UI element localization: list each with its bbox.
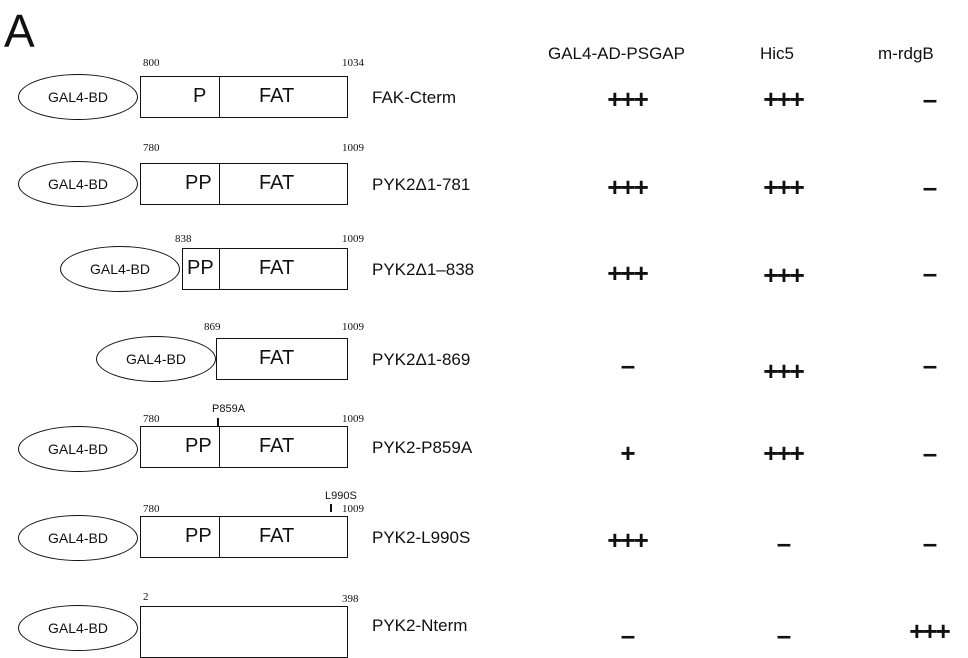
construct-name: PYK2Δ1-781 bbox=[372, 175, 471, 194]
domain-divider bbox=[219, 427, 220, 467]
domain-pp: PP bbox=[185, 435, 212, 457]
start-residue: 2 bbox=[143, 591, 149, 603]
result-m-rdgb: – bbox=[922, 438, 937, 468]
end-residue: 1009 bbox=[342, 233, 364, 245]
result-m-rdgb: – bbox=[922, 172, 937, 202]
start-residue: 780 bbox=[143, 142, 160, 154]
construct-name: PYK2Δ1-869 bbox=[372, 350, 471, 369]
result-m-rdgb: – bbox=[922, 258, 937, 288]
domain-pp: PP bbox=[185, 172, 212, 194]
protein-box: PP FAT bbox=[182, 248, 348, 290]
domain-fat: FAT bbox=[259, 257, 295, 279]
result-gal4-ad-psgap: +++ bbox=[607, 258, 649, 288]
column-header-m-rdgb: m-rdgB bbox=[878, 44, 934, 63]
domain-divider bbox=[219, 517, 220, 557]
result-hic5: +++ bbox=[763, 84, 805, 114]
domain-p: P bbox=[193, 85, 207, 107]
result-gal4-ad-psgap: +++ bbox=[607, 525, 649, 555]
start-residue: 869 bbox=[204, 321, 221, 333]
end-residue: 398 bbox=[342, 593, 359, 605]
domain-divider bbox=[219, 164, 220, 204]
protein-box: PP FAT bbox=[140, 163, 348, 205]
result-hic5: +++ bbox=[763, 172, 805, 202]
protein-box: FAT bbox=[216, 338, 348, 380]
result-hic5: +++ bbox=[763, 356, 805, 386]
construct-name: PYK2-L990S bbox=[372, 528, 471, 547]
mutation-label: L990S bbox=[325, 490, 357, 502]
construct-name: FAK-Cterm bbox=[372, 88, 457, 107]
protein-box: P FAT bbox=[140, 76, 348, 118]
construct-name: PYK2-Nterm bbox=[372, 616, 468, 635]
domain-fat: FAT bbox=[259, 435, 295, 457]
end-residue: 1009 bbox=[342, 413, 364, 425]
domain-fat: FAT bbox=[259, 525, 295, 547]
result-gal4-ad-psgap: + bbox=[620, 438, 635, 468]
start-residue: 838 bbox=[175, 233, 192, 245]
domain-divider bbox=[219, 249, 220, 289]
result-m-rdgb: +++ bbox=[909, 616, 951, 646]
result-hic5: – bbox=[776, 620, 791, 650]
domain-fat: FAT bbox=[259, 172, 295, 194]
result-gal4-ad-psgap: – bbox=[620, 350, 635, 380]
end-residue: 1009 bbox=[342, 142, 364, 154]
gal4-bd-oval: GAL4-BD bbox=[18, 74, 138, 120]
protein-box: PP FAT bbox=[140, 426, 348, 468]
start-residue: 780 bbox=[143, 413, 160, 425]
domain-pp: PP bbox=[185, 525, 212, 547]
mutation-label: P859A bbox=[212, 403, 246, 415]
protein-box: PP FAT bbox=[140, 516, 348, 558]
gal4-bd-oval: GAL4-BD bbox=[96, 336, 216, 382]
domain-divider bbox=[219, 77, 220, 117]
mutation-tick bbox=[217, 418, 219, 426]
result-gal4-ad-psgap: +++ bbox=[607, 84, 649, 114]
construct-name: PYK2Δ1–838 bbox=[372, 260, 475, 279]
result-gal4-ad-psgap: +++ bbox=[607, 172, 649, 202]
column-header-hic5: Hic5 bbox=[760, 44, 795, 63]
domain-fat: FAT bbox=[259, 85, 295, 107]
result-hic5: +++ bbox=[763, 438, 805, 468]
result-gal4-ad-psgap: – bbox=[620, 620, 635, 650]
result-m-rdgb: – bbox=[922, 350, 937, 380]
column-header-gal4-ad-psgap: GAL4-AD-PSGAP bbox=[548, 44, 685, 63]
construct-name: PYK2-P859A bbox=[372, 438, 473, 457]
result-m-rdgb: – bbox=[922, 84, 937, 114]
panel-label: A bbox=[4, 5, 35, 57]
end-residue: 1009 bbox=[342, 503, 364, 515]
end-residue: 1034 bbox=[342, 57, 364, 69]
mutation-tick bbox=[330, 504, 332, 512]
gal4-bd-oval: GAL4-BD bbox=[60, 246, 180, 292]
result-hic5: – bbox=[776, 528, 791, 558]
gal4-bd-oval: GAL4-BD bbox=[18, 515, 138, 561]
start-residue: 800 bbox=[143, 57, 160, 69]
domain-fat: FAT bbox=[259, 347, 295, 369]
result-m-rdgb: – bbox=[922, 528, 937, 558]
gal4-bd-oval: GAL4-BD bbox=[18, 161, 138, 207]
protein-box bbox=[140, 606, 348, 658]
gal4-bd-oval: GAL4-BD bbox=[18, 605, 138, 651]
gal4-bd-oval: GAL4-BD bbox=[18, 426, 138, 472]
start-residue: 780 bbox=[143, 503, 160, 515]
end-residue: 1009 bbox=[342, 321, 364, 333]
result-hic5: +++ bbox=[763, 260, 805, 290]
domain-pp: PP bbox=[187, 257, 214, 279]
